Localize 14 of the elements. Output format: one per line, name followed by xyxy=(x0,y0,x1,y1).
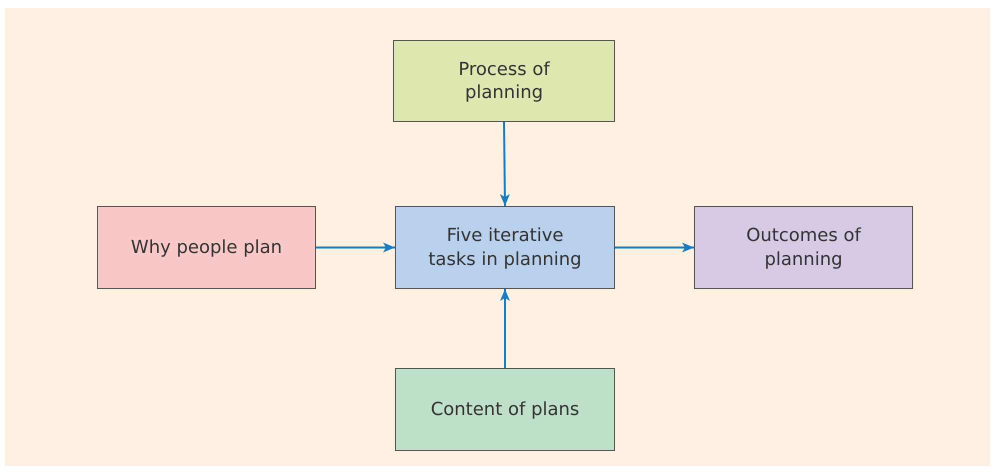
box-label: Content of plans xyxy=(430,398,580,422)
process-box xyxy=(395,206,615,289)
arrow xyxy=(316,242,395,252)
arrow xyxy=(500,289,510,368)
box-label: Why people plan xyxy=(130,236,284,260)
process-box xyxy=(694,206,913,289)
arrow xyxy=(615,242,694,252)
process-box xyxy=(395,368,615,451)
box-label: Process of planning xyxy=(457,58,551,104)
process-box xyxy=(97,206,316,289)
process-box xyxy=(393,40,615,122)
box-label: Five iterative tasks in planning xyxy=(427,224,583,271)
box-label: Outcomes of planning xyxy=(745,224,862,271)
arrow xyxy=(500,122,510,206)
